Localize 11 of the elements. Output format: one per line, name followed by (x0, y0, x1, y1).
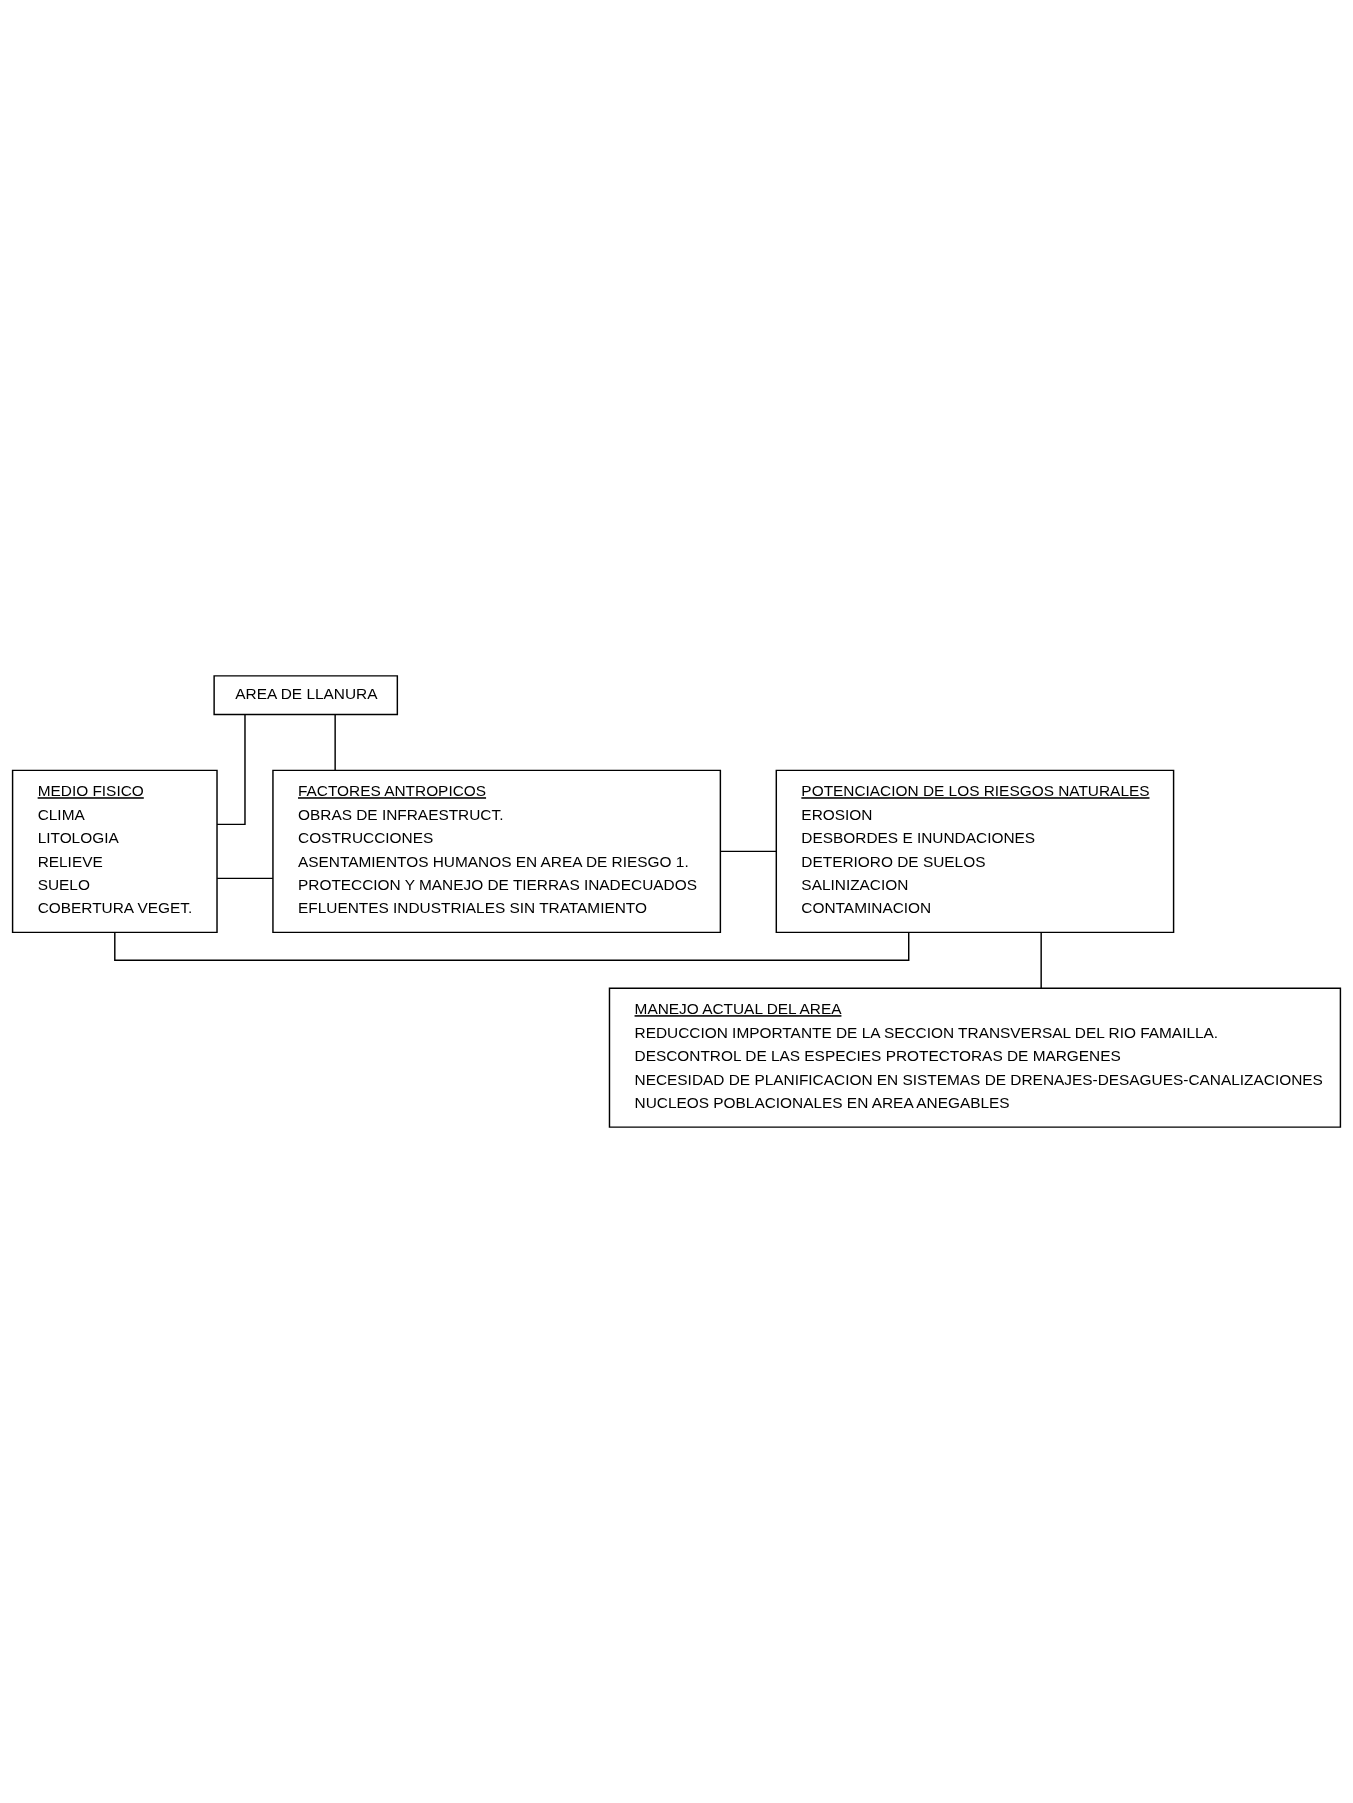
node-box: MANEJO ACTUAL DEL AREA REDUCCION IMPORTANTE DE LA SECCION TRANSVERSAL DEL RIO FAMAILLA. DESCONTROL DE LAS ESPECIES PROTECTORAS DE MARGENES NECESIDAD DE PLANIFICACION EN SISTEMAS DE DRENAJES-DESAGUES-CANALIZACIONES NUCLEOS POBLACIONALES EN AREA ANEGABLES (608, 987, 1342, 1128)
node-box: AREA DE LLANURA (213, 675, 399, 716)
node-box: POTENCIACION DE LOS RIESGOS NATURALES EROSION DESBORDES E INUNDACIONES DETERIORO DE SUELOS SALINIZACION CONTAMINACION (775, 769, 1175, 934)
connector (216, 713, 246, 826)
connector (216, 877, 274, 880)
node-box: MEDIO FISICO CLIMA LITOLOGIA RELIEVE SUELO COBERTURA VEGET. (11, 769, 218, 934)
node-box: FACTORES ANTROPICOS OBRAS DE INFRAESTRUCT. COSTRUCCIONES ASENTAMIENTOS HUMANOS EN AREA DE RIESGO 1. PROTECCION Y MANEJO DE TIERRAS INADECUADOS EFLUENTES INDUSTRIALES SIN TRATAMIENTO (272, 769, 722, 934)
connector (114, 931, 910, 962)
connector (1040, 931, 1042, 989)
connector (334, 713, 336, 771)
connector (719, 850, 777, 853)
